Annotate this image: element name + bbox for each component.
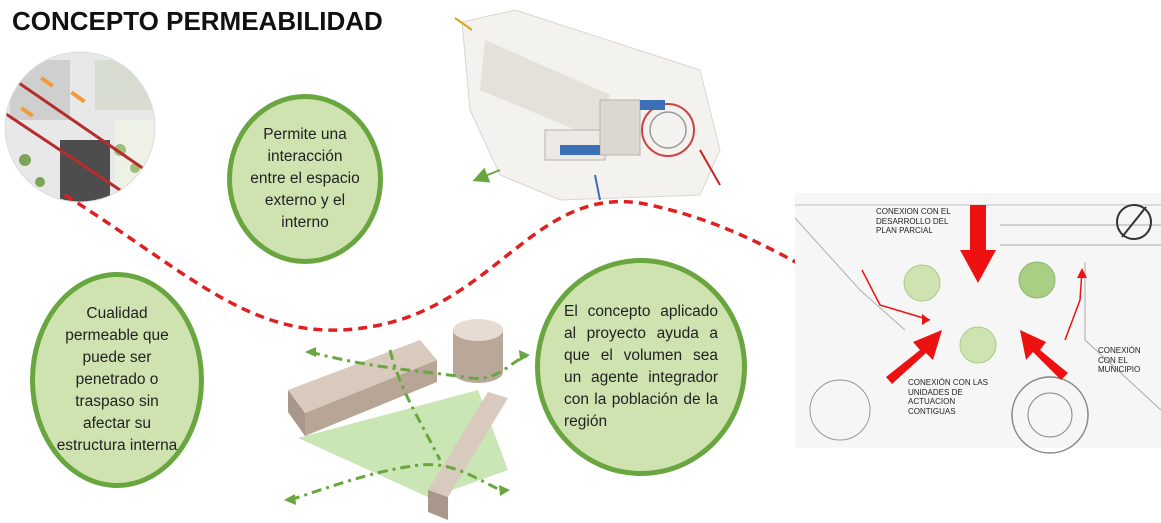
bubble-applied: El concepto aplicado al proyecto ayuda a… (535, 258, 747, 476)
bubble-quality: Cualidad permeable que puede ser penetra… (30, 272, 204, 488)
page-title: CONCEPTO PERMEABILIDAD (12, 6, 383, 36)
site-plan (794, 193, 1161, 454)
aerial-photo (5, 52, 155, 202)
bubble-interaction-text: Permite una interacción entre el espacio… (250, 126, 360, 231)
label-unidades: CONEXIÓN CON LAS UNIDADES DE ACTUACION C… (908, 378, 989, 416)
label-municipio: CONEXIÓN CON EL MUNICIPIO (1098, 346, 1141, 374)
bubble-applied-text: El concepto aplicado al proyecto ayuda a… (564, 303, 718, 430)
volume-diagram (284, 319, 531, 520)
bubble-interaction: Permite una interacción entre el espacio… (227, 94, 383, 264)
label-plan-parcial: CONEXION CON EL DESARROLLO DEL PLAN PARC… (876, 207, 951, 235)
building-render (454, 9, 721, 201)
connector-dashed-line (64, 193, 906, 332)
bubble-quality-text: Cualidad permeable que puede ser penetra… (56, 305, 178, 454)
